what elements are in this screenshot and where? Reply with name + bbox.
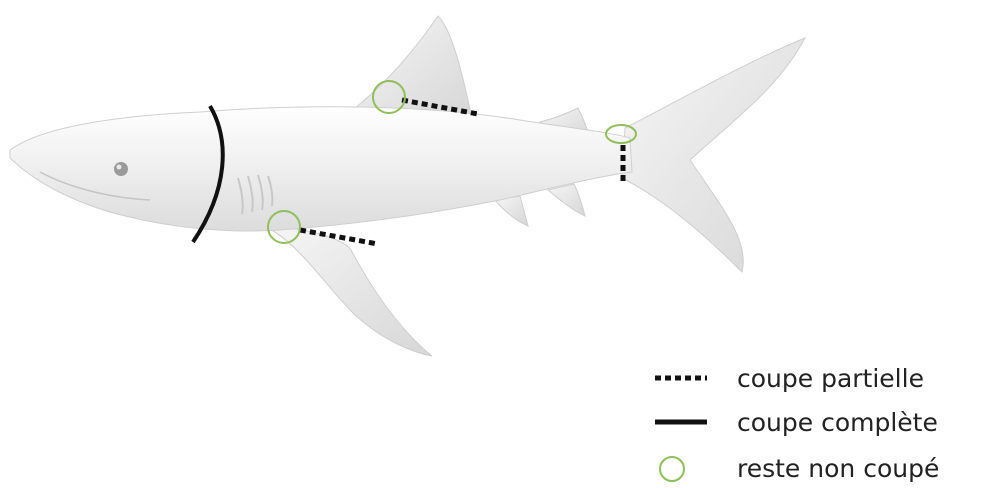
legend-item-partial-cut: coupe partielle (655, 364, 924, 393)
green-circle-icon (660, 457, 684, 481)
anal-fin (548, 184, 585, 216)
legend-label-uncut-remainder: reste non coupé (737, 454, 939, 483)
legend-label-partial-cut: coupe partielle (737, 364, 924, 393)
shark-body (10, 107, 632, 231)
eye-highlight (117, 165, 122, 170)
legend-label-complete-cut: coupe complète (737, 408, 938, 437)
legend: coupe partielle coupe complète reste non… (655, 364, 939, 483)
eye (114, 162, 128, 176)
legend-item-complete-cut: coupe complète (655, 408, 938, 437)
caudal-fin (622, 38, 805, 272)
legend-item-uncut-remainder: reste non coupé (660, 454, 939, 483)
pectoral-fin (268, 228, 432, 356)
shark-illustration (10, 16, 805, 356)
